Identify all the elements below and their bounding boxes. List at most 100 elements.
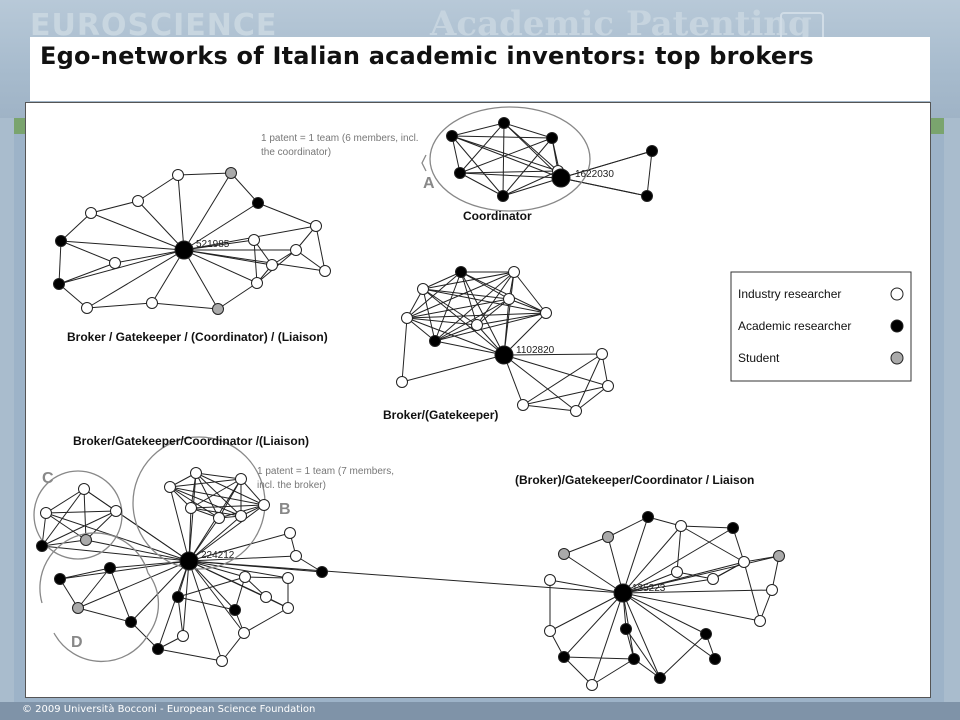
cluster-letter-c: C bbox=[42, 470, 54, 487]
legend-swatch-student bbox=[890, 351, 904, 365]
network-node-45 bbox=[235, 510, 247, 522]
network-edge bbox=[622, 589, 773, 594]
network-edge bbox=[151, 249, 185, 304]
ego-id-135223: 135223 bbox=[632, 583, 666, 594]
network-edge bbox=[230, 172, 259, 204]
network-node-4 bbox=[55, 235, 67, 247]
network-node-75 bbox=[773, 550, 785, 562]
legend-label-student: Student bbox=[738, 351, 780, 365]
network-node-86 bbox=[628, 653, 640, 665]
network-node-54 bbox=[104, 562, 116, 574]
network-edge bbox=[422, 288, 505, 356]
role-label-1102820: Broker/(Gatekeeper) bbox=[383, 408, 498, 422]
annotation-team-b-line1: 1 patent = 1 team (7 members, bbox=[257, 466, 394, 477]
network-edge bbox=[60, 240, 116, 264]
network-edge bbox=[190, 507, 242, 517]
network-edge bbox=[195, 472, 265, 506]
network-edge bbox=[503, 122, 559, 172]
network-edge bbox=[253, 239, 258, 284]
network-node-51 bbox=[80, 534, 92, 546]
network-edge bbox=[195, 472, 242, 480]
network-edge bbox=[502, 177, 562, 197]
network-edge bbox=[422, 288, 510, 300]
network-node-71 bbox=[642, 511, 654, 523]
network-node-14 bbox=[252, 197, 264, 209]
network-edge bbox=[83, 488, 87, 541]
network-edge bbox=[169, 486, 242, 517]
title-panel bbox=[30, 37, 930, 101]
network-edge bbox=[607, 536, 624, 594]
legend-box bbox=[730, 271, 912, 382]
network-edge bbox=[109, 560, 190, 569]
network-edge bbox=[130, 560, 190, 623]
network-node-23 bbox=[454, 167, 466, 179]
cluster-c-ellipse bbox=[33, 470, 123, 560]
network-node-39 bbox=[517, 399, 529, 411]
network-edge bbox=[560, 177, 648, 197]
ego-id-224212: 224212 bbox=[201, 550, 235, 561]
network-edge bbox=[743, 561, 761, 622]
network-edge bbox=[183, 202, 259, 251]
network-edge bbox=[45, 512, 87, 541]
network-edge bbox=[109, 567, 132, 623]
role-label-224212: Broker/Gatekeeper/Coordinator /(Liaison) bbox=[73, 434, 309, 448]
slide-title: Ego-networks of Italian academic invento… bbox=[40, 42, 814, 70]
network-edge bbox=[188, 560, 267, 598]
ego-id-521985: 521985 bbox=[196, 239, 230, 250]
network-edge bbox=[563, 553, 624, 594]
network-edge bbox=[177, 174, 185, 251]
footer-band bbox=[0, 702, 960, 720]
network-node-28 bbox=[508, 266, 520, 278]
network-node-67 bbox=[290, 550, 302, 562]
network-node-25 bbox=[641, 190, 653, 202]
network-node-22 bbox=[497, 190, 509, 202]
network-node-56 bbox=[125, 616, 137, 628]
network-edge bbox=[151, 302, 219, 310]
network-node-69 bbox=[260, 591, 272, 603]
network-edge bbox=[607, 516, 649, 538]
network-edge bbox=[406, 317, 436, 342]
network-edge bbox=[45, 488, 85, 514]
network-node-83 bbox=[544, 625, 556, 637]
network-node-59 bbox=[238, 627, 250, 639]
network-node-40 bbox=[494, 345, 514, 365]
ego-id-1622030: 1622030 bbox=[575, 169, 614, 180]
network-edge bbox=[188, 532, 291, 562]
network-edge bbox=[522, 404, 577, 412]
network-edge bbox=[451, 135, 553, 139]
network-node-73 bbox=[727, 522, 739, 534]
network-node-50 bbox=[110, 505, 122, 517]
network-edge bbox=[177, 596, 236, 611]
network-edge bbox=[503, 353, 603, 356]
network-edge bbox=[422, 288, 478, 326]
cluster-letter-b: B bbox=[279, 501, 291, 518]
network-edge bbox=[422, 288, 547, 314]
network-node-17 bbox=[174, 240, 194, 260]
network-edge bbox=[476, 312, 547, 326]
network-edge bbox=[188, 560, 245, 634]
network-node-46 bbox=[185, 502, 197, 514]
network-edge bbox=[85, 510, 117, 541]
network-edge bbox=[188, 555, 297, 562]
network-edge bbox=[503, 354, 577, 412]
network-node-33 bbox=[471, 319, 483, 331]
network-edge bbox=[243, 607, 289, 634]
network-node-47 bbox=[213, 512, 225, 524]
network-edge bbox=[218, 478, 242, 519]
network-edge bbox=[406, 271, 462, 319]
cluster-a-ellipse bbox=[429, 106, 591, 212]
network-node-27 bbox=[455, 266, 467, 278]
network-node-76 bbox=[766, 584, 778, 596]
network-edge bbox=[459, 170, 559, 174]
network-edge bbox=[183, 249, 258, 284]
network-edge bbox=[434, 340, 505, 356]
network-edge bbox=[188, 560, 246, 578]
legend-label-industry: Industry researcher bbox=[738, 287, 841, 301]
network-node-89 bbox=[709, 653, 721, 665]
network-edge bbox=[401, 317, 408, 383]
network-edge bbox=[406, 317, 505, 356]
network-node-5 bbox=[53, 278, 65, 290]
network-edge bbox=[315, 225, 326, 272]
network-node-64 bbox=[282, 572, 294, 584]
network-edge bbox=[591, 592, 624, 686]
